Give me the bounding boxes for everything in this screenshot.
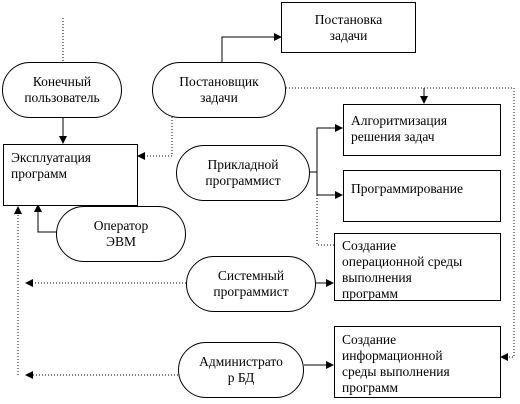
task-setter-label: Постановщик задачи	[179, 74, 259, 105]
exploitation-box: Эксплуатация программ	[3, 144, 138, 206]
db-admin-oval: Администрато р БД	[178, 342, 304, 398]
application-programmer-label: Прикладной программист	[205, 157, 281, 188]
end-user-oval: Конечный пользователь	[2, 62, 122, 118]
end-user-label: Конечный пользователь	[24, 74, 100, 105]
db-admin-label: Администрато р БД	[199, 354, 283, 385]
arrow-setter-statement	[221, 33, 282, 62]
algorithmization-label: Алгоритмизация решения задач	[351, 113, 448, 144]
app-prog-trunk	[310, 127, 341, 173]
app-prog-to-programming	[316, 172, 343, 199]
info-env-box: Создание информационной среды выполнения…	[334, 326, 501, 398]
arrow-setter-exploitation	[137, 117, 173, 160]
task-statement-box: Постановка задачи	[281, 2, 416, 53]
computer-operator-oval: Оператор ЭВМ	[56, 206, 186, 262]
system-programmer-label: Системный программист	[213, 268, 289, 299]
arrow-operator-exploitation	[34, 204, 58, 233]
app-prog-dotted-operational	[316, 195, 343, 249]
application-programmer-oval: Прикладной программист	[176, 145, 310, 201]
computer-operator-label: Оператор ЭВМ	[93, 218, 149, 249]
programming-box: Программирование	[343, 170, 501, 222]
task-setter-oval: Постановщик задачи	[152, 62, 286, 118]
info-env-label: Создание информационной среды выполнения…	[342, 332, 450, 395]
operational-env-label: Создание операционной среды выполнения п…	[342, 238, 463, 301]
exploitation-label: Эксплуатация программ	[11, 150, 92, 181]
operational-env-box: Создание операционной среды выполнения п…	[334, 233, 501, 301]
programming-label: Программирование	[351, 181, 463, 196]
system-programmer-oval: Системный программист	[186, 256, 316, 312]
task-statement-label: Постановка задачи	[314, 11, 383, 43]
algorithmization-box: Алгоритмизация решения задач	[343, 104, 501, 156]
